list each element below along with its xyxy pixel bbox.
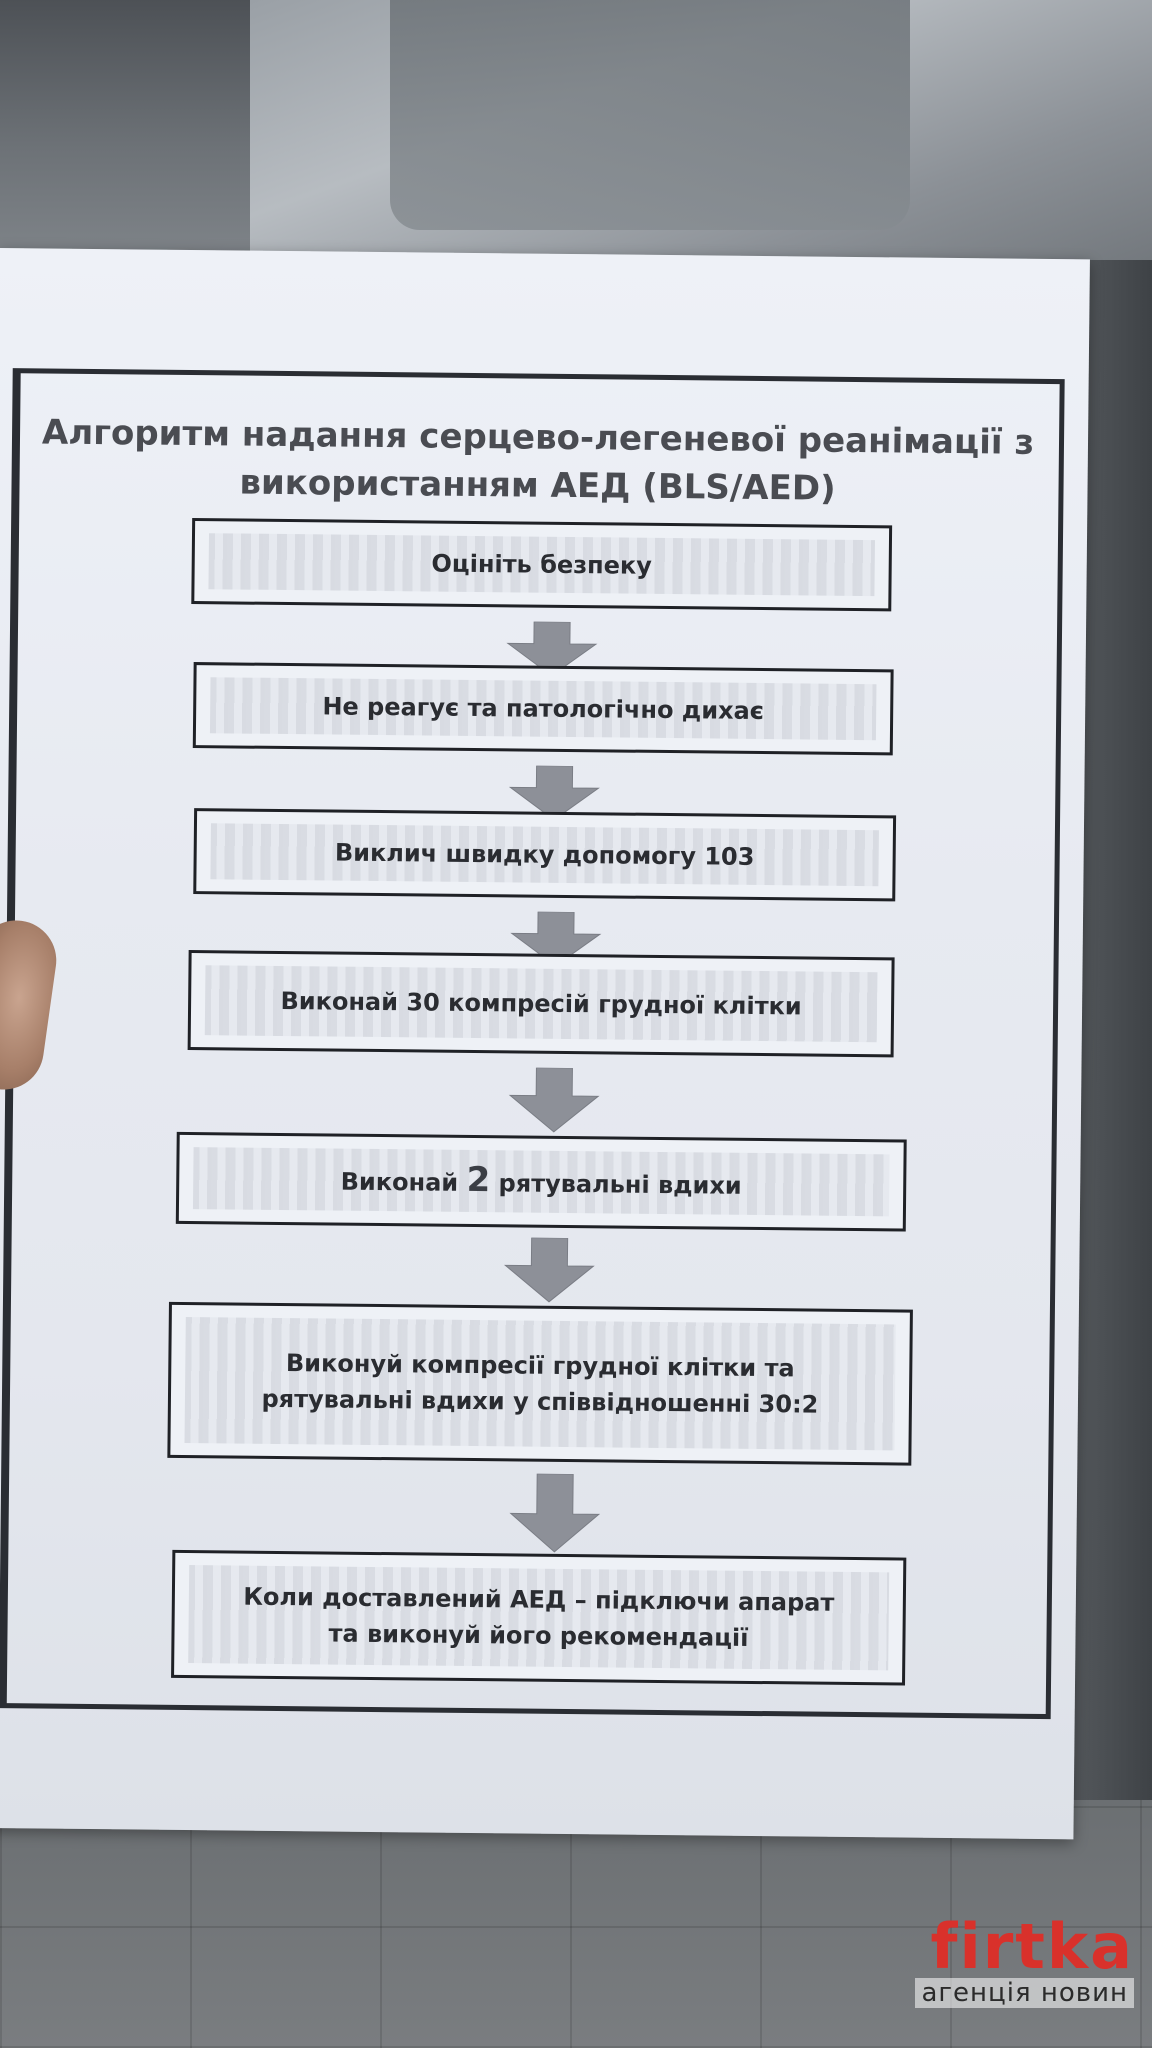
down-arrow-icon	[501, 1237, 598, 1303]
background-car-window	[390, 0, 910, 230]
step-7-text: Коли доставлений АЕД – підключи апарат т…	[243, 1582, 835, 1652]
step-5-text-after: рятувальні вдихи	[498, 1168, 742, 1200]
step-box-3: Виклич швидку допомогу 103	[193, 808, 897, 902]
step-5-text-before: Виконай	[340, 1167, 459, 1197]
step-5-number: 2	[466, 1159, 491, 1200]
step-box-1: Оцініть безпеку	[191, 518, 893, 612]
down-arrow-icon	[507, 1473, 604, 1553]
step-box-7: Коли доставлений АЕД – підключи апарат т…	[171, 1549, 907, 1686]
step-6-text: Виконуй компресії грудної клітки та ряту…	[261, 1349, 819, 1419]
step-box-6: Виконуй компресії грудної клітки та ряту…	[167, 1301, 913, 1466]
poster-title: Алгоритм надання серцево-легеневої реані…	[37, 408, 1038, 514]
down-arrow-icon	[507, 911, 604, 968]
printed-sheet: Алгоритм надання серцево-легеневої реані…	[0, 248, 1090, 1840]
step-3-text: Виклич швидку допомогу 103	[334, 838, 755, 871]
step-2-text: Не реагує та патологічно дихає	[322, 692, 765, 726]
down-arrow-icon	[504, 621, 601, 678]
step-5-text: Виконай 2 рятувальні вдихи	[311, 1159, 772, 1204]
down-arrow-icon	[506, 1067, 603, 1133]
step-4-text: Виконай 30 компресій грудної клітки	[280, 986, 802, 1021]
logo-subtitle: агенція новин	[915, 1978, 1134, 2008]
step-box-5: Виконай 2 рятувальні вдихи	[175, 1131, 907, 1232]
logo-word: firtka	[930, 1910, 1134, 1983]
down-arrow-icon	[506, 765, 603, 822]
step-box-4: Виконай 30 компресій грудної клітки	[187, 950, 895, 1058]
step-1-text: Оцініть безпеку	[431, 549, 653, 580]
step-box-2: Не реагує та патологічно дихає	[192, 662, 894, 756]
watermark-logo: firtka агенція новин	[915, 1916, 1134, 2008]
